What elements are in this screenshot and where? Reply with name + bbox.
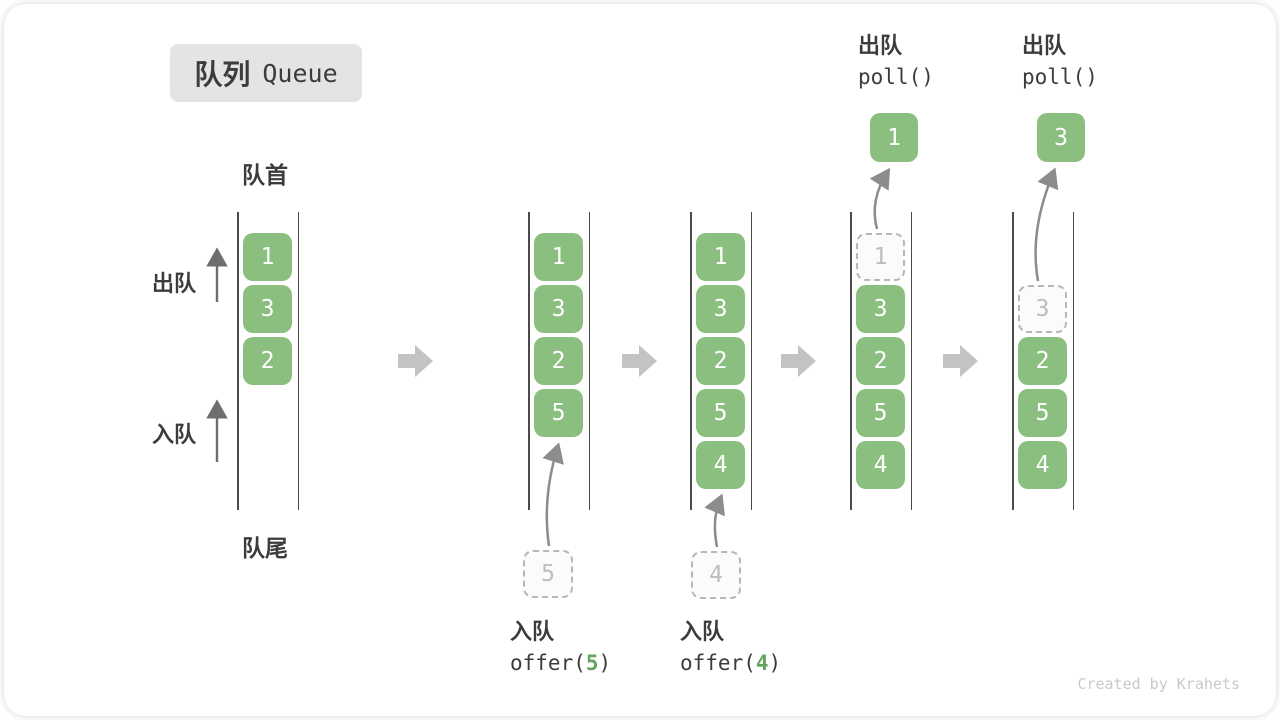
queue-cell: 2 [534, 337, 583, 385]
enqueue-label-zh: 入队 [680, 619, 725, 644]
label-queue-rear: 队尾 [242, 535, 288, 561]
queue-cell-ghost: 3 [1018, 285, 1067, 333]
queue-wall [850, 212, 852, 510]
removed-item-box: 3 [1037, 113, 1085, 162]
queue-cell: 1 [534, 233, 583, 281]
queue-cell: 3 [534, 285, 583, 333]
queue-wall [297, 212, 299, 510]
queue-state-3: 1 3 2 5 4 [690, 212, 752, 510]
enqueue-4-label: 入队 offer(4) [680, 617, 781, 680]
queue-cell: 2 [243, 337, 292, 385]
queue-cell: 5 [856, 389, 905, 437]
removed-item-box: 1 [870, 113, 918, 162]
queue-cell: 2 [696, 337, 745, 385]
pending-enqueue-box: 5 [523, 550, 573, 598]
queue-state-4: 1 3 2 5 4 [850, 212, 912, 510]
queue-cell: 3 [243, 285, 292, 333]
enqueue-code: offer(4) [680, 651, 782, 675]
queue-cell: 1 [696, 233, 745, 281]
queue-cell: 1 [243, 233, 292, 281]
queue-wall [1012, 212, 1014, 510]
queue-cell: 5 [1018, 389, 1067, 437]
poll-label-zh: 出队 [1022, 33, 1067, 58]
poll-1-label: 出队 poll() [858, 31, 934, 94]
enqueue-label-zh: 入队 [510, 619, 555, 644]
pending-enqueue-box: 4 [691, 551, 741, 599]
enqueue-5-label: 入队 offer(5) [510, 617, 611, 680]
queue-cell: 4 [856, 441, 905, 489]
label-dequeue: 出队 [152, 271, 197, 296]
queue-cell: 4 [1018, 441, 1067, 489]
queue-cell: 4 [696, 441, 745, 489]
queue-wall [690, 212, 692, 510]
queue-wall [910, 212, 912, 510]
queue-cell: 2 [856, 337, 905, 385]
title-zh: 队列 [194, 59, 251, 90]
poll-code: poll() [1022, 65, 1098, 89]
label-enqueue: 入队 [152, 422, 197, 447]
queue-cell: 3 [856, 285, 905, 333]
queue-wall [528, 212, 530, 510]
title-badge: 队列 Queue [170, 44, 362, 102]
title-en: Queue [262, 58, 338, 88]
queue-state-1: 1 3 2 [237, 212, 299, 510]
queue-wall [588, 212, 590, 510]
queue-cell: 2 [1018, 337, 1067, 385]
poll-3-label: 出队 poll() [1022, 31, 1098, 94]
enqueue-code: offer(5) [510, 651, 612, 675]
queue-cell: 5 [534, 389, 583, 437]
figure-card [4, 4, 1276, 716]
queue-wall [750, 212, 752, 510]
queue-cell-ghost: 1 [856, 233, 905, 281]
queue-state-2: 1 3 2 5 [528, 212, 590, 510]
watermark-credit: Created by Krahets [1077, 675, 1240, 693]
queue-state-5: 3 2 5 4 [1012, 212, 1074, 510]
label-queue-front: 队首 [242, 162, 288, 188]
queue-wall [237, 212, 239, 510]
queue-wall [1072, 212, 1074, 510]
queue-cell: 5 [696, 389, 745, 437]
queue-cell: 3 [696, 285, 745, 333]
poll-code: poll() [858, 65, 934, 89]
poll-label-zh: 出队 [858, 33, 903, 58]
